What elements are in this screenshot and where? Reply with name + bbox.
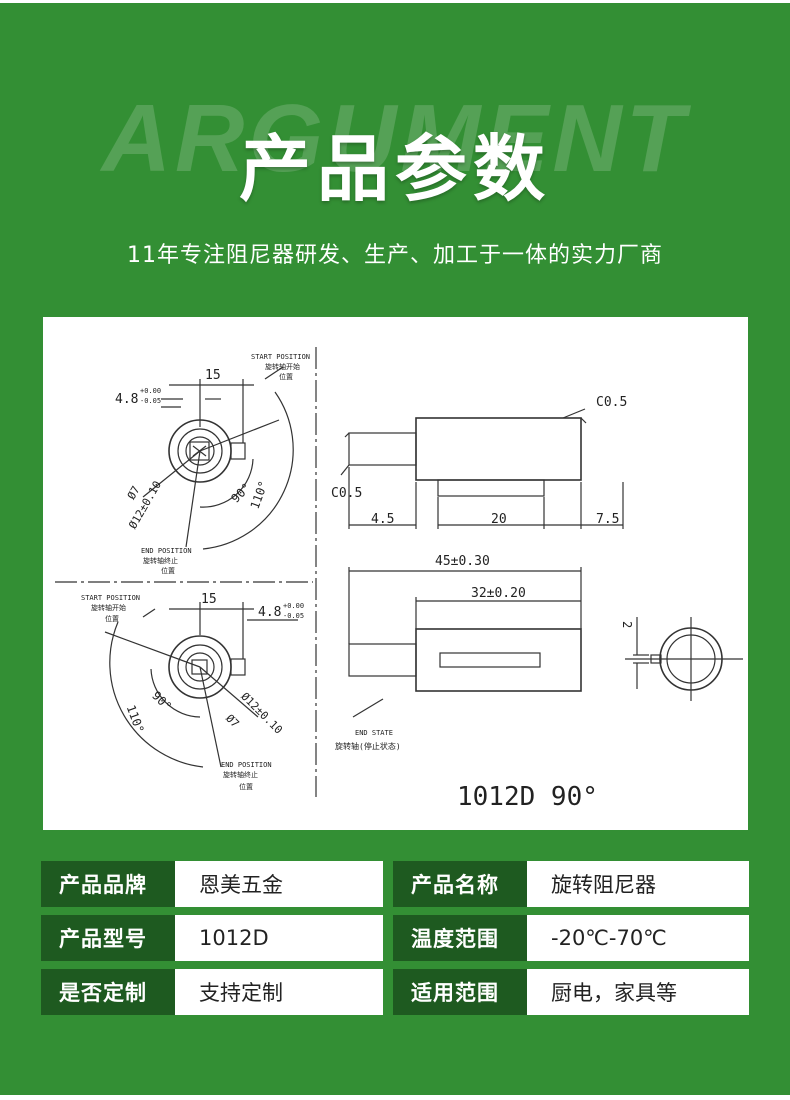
- bottom-dim-shaft: 4.8: [258, 605, 281, 620]
- spec-label: 产品品牌: [41, 861, 175, 907]
- side-dim-left: 4.5: [371, 512, 394, 527]
- side-chamfer-left: C0.5: [331, 486, 362, 501]
- end-view: [625, 617, 743, 701]
- top-start-en: START POSITION: [251, 353, 310, 361]
- spec-label: 适用范围: [393, 969, 527, 1015]
- spec-value: 厨电，家具等: [527, 969, 749, 1015]
- top-start-cn1: 旋转轴开始: [265, 362, 300, 371]
- background-watermark-word: ARGUMENT: [101, 85, 689, 192]
- spec-row: 产品品牌 恩美五金 产品名称 旋转阻尼器: [41, 861, 749, 907]
- spec-value: 支持定制: [175, 969, 383, 1015]
- bottom-start-en: START POSITION: [81, 594, 140, 602]
- side-dim-right: 7.5: [596, 512, 619, 527]
- top-end-cn2: 位置: [161, 566, 175, 575]
- technical-drawing: 15 4.8 +0.00 -0.05 Ø7 Ø12±0.10 90° 110° …: [55, 347, 743, 827]
- bottom-end-cn1: 旋转轴终止: [223, 770, 258, 779]
- spec-row: 是否定制 支持定制 适用范围 厨电，家具等: [41, 969, 749, 1015]
- poster: ARGUMENT 产品参数 11年专注阻尼器研发、生产、加工于一体的实力厂商: [0, 3, 790, 1095]
- spec-value: 1012D: [175, 915, 383, 961]
- bottom-angle-large: 110°: [124, 703, 147, 735]
- page-subtitle: 11年专注阻尼器研发、生产、加工于一体的实力厂商: [127, 243, 663, 268]
- bottom-dia-small: Ø7: [223, 712, 242, 731]
- top-end-en: END POSITION: [141, 547, 192, 555]
- bottom-rotor-view: [104, 602, 298, 768]
- bottom-start-cn2: 位置: [105, 614, 119, 623]
- spec-label: 产品型号: [41, 915, 175, 961]
- spec-label: 是否定制: [41, 969, 175, 1015]
- page-title: 产品参数: [238, 127, 551, 211]
- top-dim-shaft: 4.8: [115, 392, 138, 407]
- lower-dim-total: 45±0.30: [435, 554, 490, 569]
- spec-value: -20℃-70℃: [527, 915, 749, 961]
- technical-drawing-panel: 15 4.8 +0.00 -0.05 Ø7 Ø12±0.10 90° 110° …: [43, 317, 748, 830]
- model-label: 1012D 90°: [457, 782, 598, 812]
- top-angle-large: 110°: [248, 479, 271, 511]
- bottom-tol-upper: +0.00: [283, 602, 304, 610]
- top-start-cn2: 位置: [279, 372, 293, 381]
- bottom-angle-small: 90°: [149, 689, 174, 714]
- lower-dim-body: 32±0.20: [471, 586, 526, 601]
- end-view-dim: 2: [620, 621, 634, 628]
- spec-label: 温度范围: [393, 915, 527, 961]
- bottom-dia-large: Ø12±0.10: [238, 690, 285, 737]
- bottom-end-cn2: 位置: [239, 782, 253, 791]
- bottom-border: [0, 1095, 790, 1100]
- bottom-end-en: END POSITION: [221, 761, 272, 769]
- bottom-start-cn1: 旋转轴开始: [91, 603, 126, 612]
- lower-side-view: [348, 567, 582, 718]
- top-rotor-view: [142, 366, 294, 550]
- top-tol-upper: +0.00: [140, 387, 161, 395]
- side-dim-mid: 20: [491, 512, 507, 527]
- side-chamfer-right: C0.5: [596, 395, 627, 410]
- bottom-tol-lower: -0.05: [283, 612, 304, 620]
- spec-value: 恩美五金: [175, 861, 383, 907]
- lower-end-en: END STATE: [355, 729, 393, 737]
- lower-end-cn: 旋转轴(停止状态): [335, 741, 401, 751]
- bottom-dim-width: 15: [201, 592, 217, 607]
- spec-row: 产品型号 1012D 温度范围 -20℃-70℃: [41, 915, 749, 961]
- top-dia-small: Ø7: [125, 484, 143, 502]
- top-dim-width: 15: [205, 368, 221, 383]
- top-tol-lower: -0.05: [140, 397, 161, 405]
- top-end-cn1: 旋转轴终止: [143, 556, 178, 565]
- spec-label: 产品名称: [393, 861, 527, 907]
- side-view: [340, 408, 624, 529]
- spec-value: 旋转阻尼器: [527, 861, 749, 907]
